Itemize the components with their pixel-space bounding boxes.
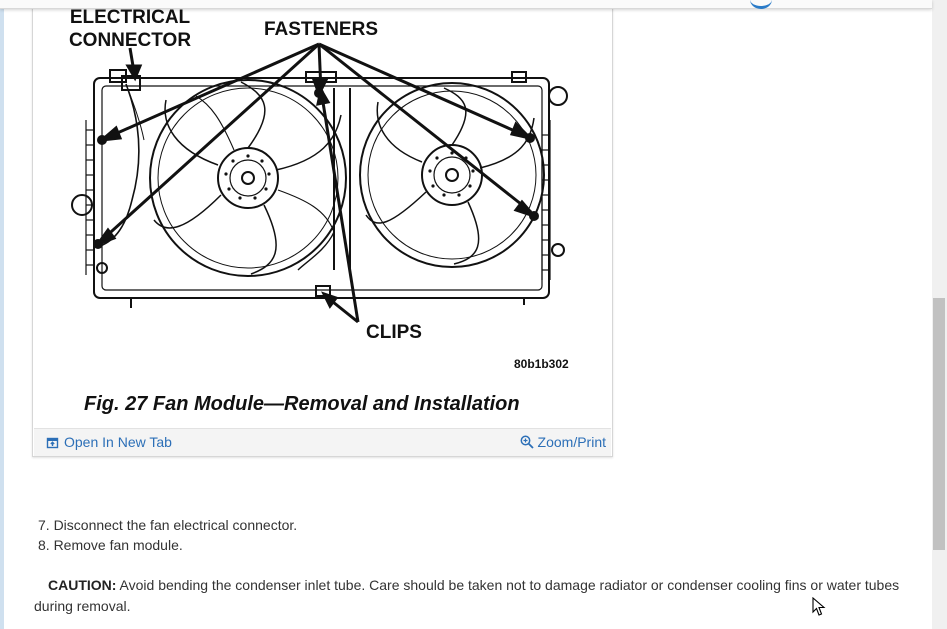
caution-label: CAUTION:	[48, 577, 117, 593]
header-circle-icon[interactable]	[750, 0, 772, 9]
procedure-steps: 7. Disconnect the fan electrical connect…	[38, 515, 918, 555]
label-electrical-connector-line1: ELECTRICAL	[70, 7, 191, 28]
open-in-new-tab-icon	[46, 437, 59, 449]
figure-card: ELECTRICAL CONNECTOR FASTENERS CLIPS 80b…	[32, 0, 613, 457]
fan-module-diagram[interactable]: ELECTRICAL CONNECTOR FASTENERS CLIPS 80b…	[36, 0, 610, 428]
figure-caption: Fig. 27 Fan Module—Removal and Installat…	[84, 393, 520, 415]
open-in-new-tab-link[interactable]: Open In New Tab	[46, 434, 172, 450]
caution-note: CAUTION: Avoid bending the condenser inl…	[34, 575, 919, 617]
top-header-bar	[0, 0, 932, 9]
window-left-edge	[0, 0, 4, 629]
zoom-print-label: Zoom/Print	[537, 434, 606, 450]
label-clips: CLIPS	[366, 322, 422, 343]
vertical-scrollbar-thumb[interactable]	[933, 298, 945, 550]
caution-text: Avoid bending the condenser inlet tube. …	[34, 577, 900, 614]
label-image-code: 80b1b302	[514, 357, 569, 371]
magnifier-icon	[520, 435, 534, 449]
zoom-print-link[interactable]: Zoom/Print	[520, 434, 606, 450]
mouse-cursor-icon	[812, 597, 826, 616]
step-7: 7. Disconnect the fan electrical connect…	[38, 517, 298, 533]
label-electrical-connector-line2: CONNECTOR	[69, 30, 191, 51]
label-fasteners: FASTENERS	[264, 19, 378, 40]
step-8: 8. Remove fan module.	[38, 537, 183, 553]
open-in-new-tab-label: Open In New Tab	[64, 434, 172, 450]
figure-toolbar: Open In New Tab Zoom/Print	[34, 428, 611, 456]
